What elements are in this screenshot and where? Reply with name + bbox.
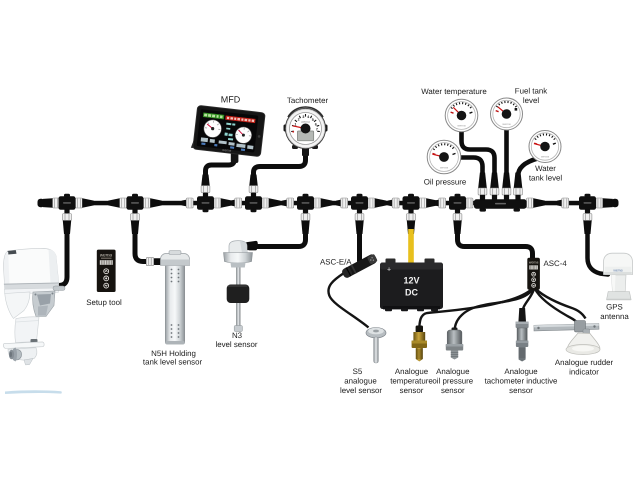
svg-text:wema: wema [613,269,622,273]
svg-text:ASC-4: ASC-4 [544,259,568,268]
svg-text:4: 4 [307,115,309,119]
svg-text:Analogue: Analogue [436,367,470,376]
svg-text:oil pressure: oil pressure [432,377,473,386]
svg-text:Oil pressure: Oil pressure [424,178,467,187]
svg-text:wema: wema [529,261,539,265]
svg-text:S5: S5 [353,367,363,376]
svg-text:DC: DC [405,288,418,298]
svg-text:analogue: analogue [344,377,377,386]
svg-text:Water: Water [535,164,556,173]
svg-text:wema: wema [222,148,232,153]
svg-text:tank level: tank level [529,174,563,183]
svg-text:wema: wema [541,155,549,159]
svg-text:ASC-E/A: ASC-E/A [320,258,352,267]
svg-text:N5H Holding: N5H Holding [151,349,196,358]
svg-text:sensor: sensor [400,386,424,395]
svg-text:Analogue: Analogue [395,367,429,376]
svg-text:Fuel tank: Fuel tank [515,87,548,96]
svg-text:+: + [387,267,391,274]
svg-text:temperature: temperature [390,377,433,386]
svg-text:wema: wema [440,165,448,169]
svg-text:indicator: indicator [569,368,599,377]
svg-text:GPS: GPS [606,303,623,312]
svg-text:wema: wema [457,124,465,128]
svg-text:level sensor: level sensor [340,386,382,395]
svg-text:tank level sensor: tank level sensor [143,358,203,367]
svg-text:wema: wema [100,252,113,257]
svg-text:5: 5 [312,118,314,122]
svg-text:7: 7 [316,128,318,132]
svg-text:1: 1 [295,122,297,126]
svg-text:sensor: sensor [509,386,533,395]
svg-text:Setup tool: Setup tool [86,298,122,307]
svg-text:wema: wema [301,120,310,124]
svg-text:wema: wema [502,122,510,126]
svg-text:6: 6 [315,122,317,126]
svg-text:Analogue: Analogue [504,367,538,376]
svg-text:level: level [523,96,539,105]
svg-text:level sensor: level sensor [215,340,257,349]
svg-text:MFD: MFD [221,95,241,105]
svg-text:Water temperature: Water temperature [421,87,487,96]
svg-text:sensor: sensor [441,386,465,395]
svg-text:tachometer inductive: tachometer inductive [485,377,558,386]
svg-text:Tachometer: Tachometer [287,96,329,105]
svg-text:2: 2 [298,118,300,122]
svg-text:antenna: antenna [600,312,629,321]
svg-text:Analogue rudder: Analogue rudder [555,358,614,367]
svg-text:12V: 12V [403,276,419,286]
svg-text:N3: N3 [232,331,243,340]
svg-text:3: 3 [302,115,304,119]
